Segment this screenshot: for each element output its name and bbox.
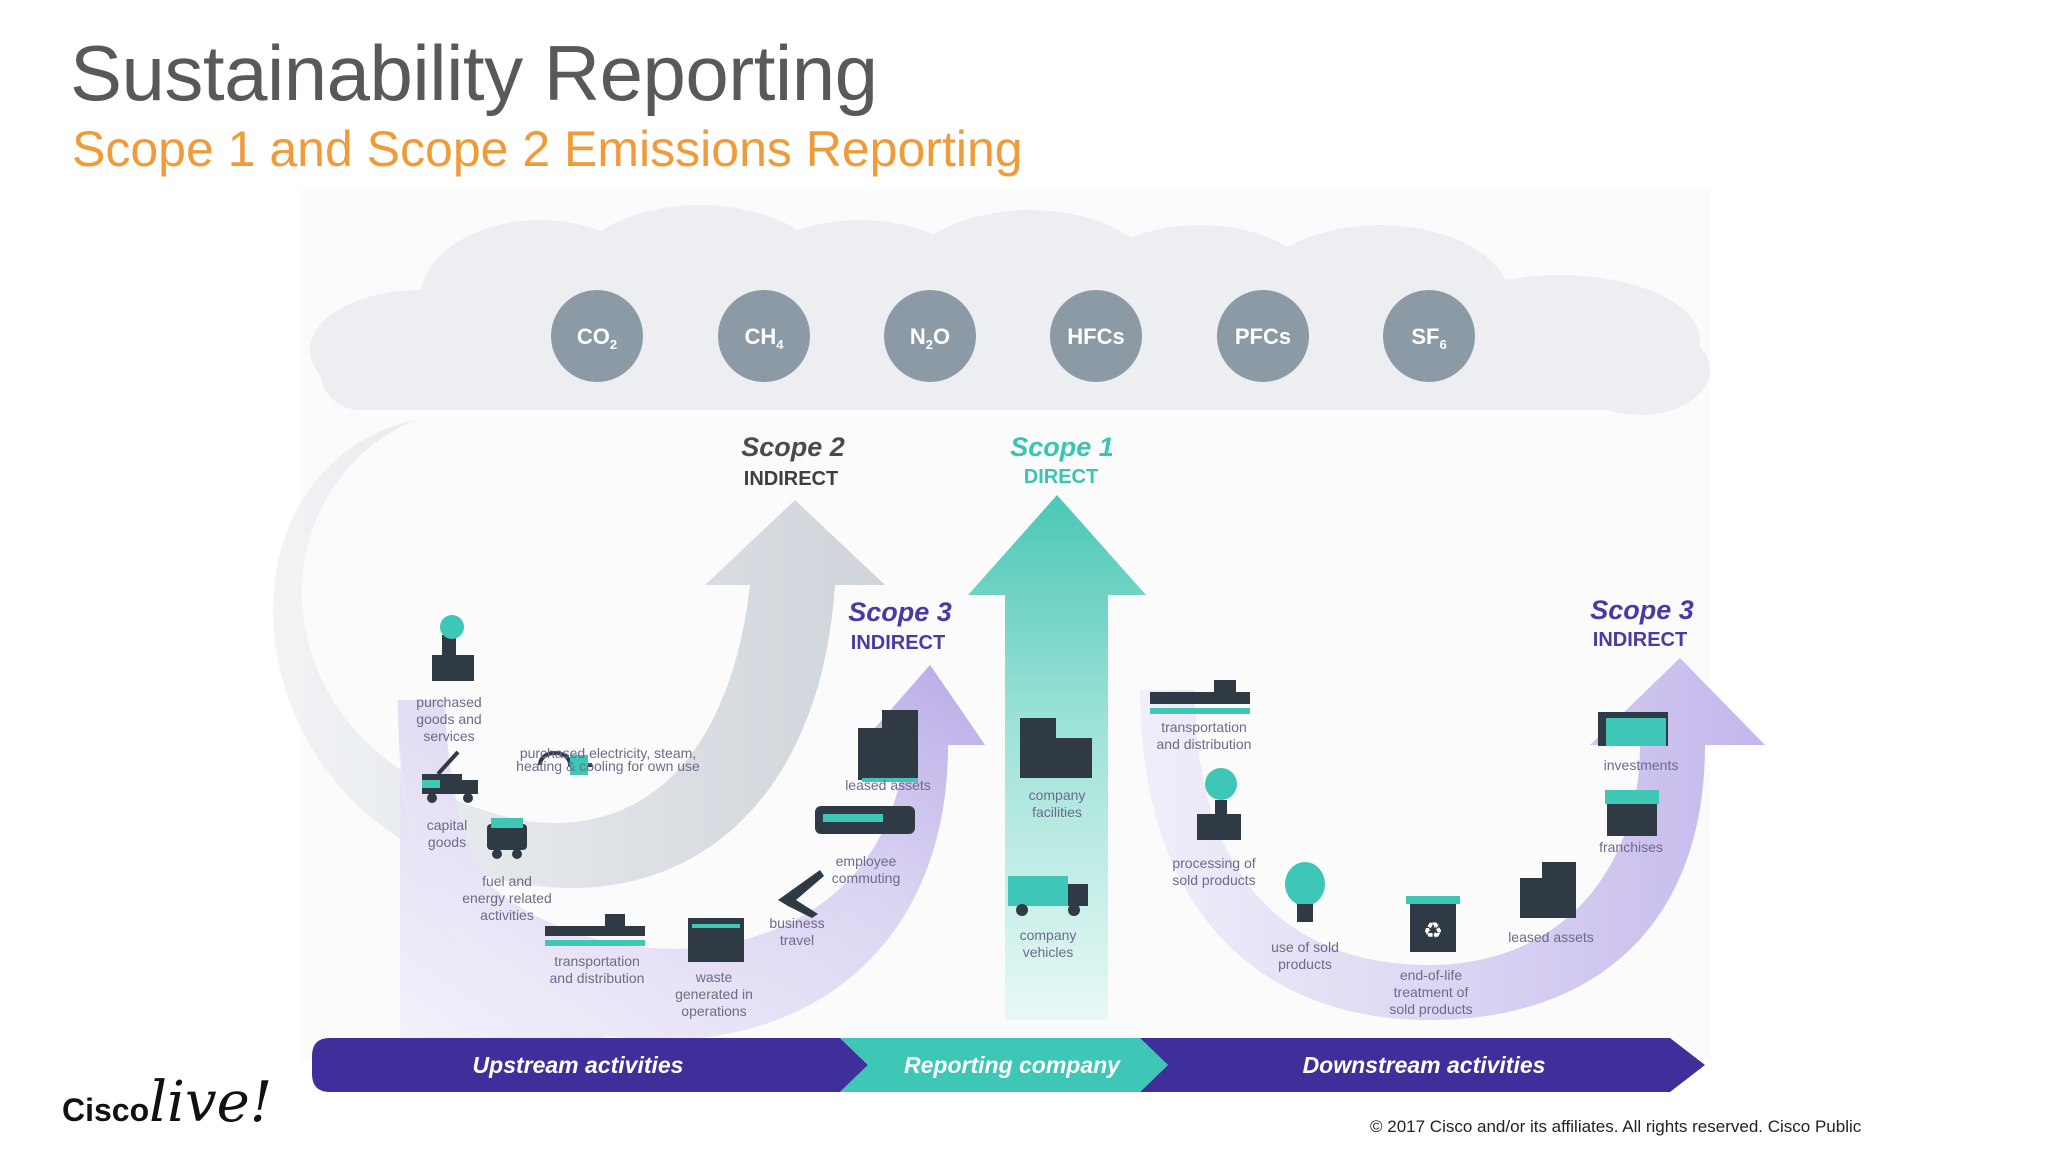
processing-factory-icon: [1197, 768, 1241, 840]
scope3-upstream-type: INDIRECT: [851, 632, 945, 654]
building-icon: [858, 710, 918, 782]
fuel-cart-icon: [487, 818, 527, 859]
svg-text:♻: ♻: [1423, 919, 1443, 944]
copyright-notice: © 2017 Cisco and/or its affiliates. All …: [1370, 1117, 1862, 1136]
slide-title: Sustainability Reporting: [70, 29, 878, 117]
scope1-title: Scope 1: [1010, 432, 1114, 462]
gas-label: PFCs: [1235, 324, 1291, 349]
slide-subtitle: Scope 1 and Scope 2 Emissions Reporting: [72, 121, 1023, 177]
upstream-arrow-body: [398, 665, 985, 1040]
logo-text-cisco: Cisco: [62, 1092, 150, 1128]
down-ship-icon: [1150, 680, 1250, 714]
gas-circle: [1383, 290, 1475, 382]
factory-icon: [432, 615, 474, 681]
gas-circle: [718, 290, 810, 382]
train-icon: [815, 806, 915, 834]
gas-label: CO2: [577, 324, 617, 352]
scope1-type: DIRECT: [1024, 466, 1098, 488]
reporting-band-label: Reporting company: [904, 1052, 1121, 1078]
downstream-band-label: Downstream activities: [1303, 1052, 1546, 1078]
truck-crane-icon: [422, 750, 478, 803]
upstream-band-label: Upstream activities: [473, 1052, 684, 1078]
gas-circle: [1217, 290, 1309, 382]
label-purchased-electricity: purchased electricity, steam,heating & c…: [516, 745, 700, 774]
logo-text-live: live!: [149, 1070, 273, 1135]
company-vehicles-icon: [1008, 876, 1088, 916]
label-franchises: franchises: [1599, 839, 1663, 855]
scope2-type: INDIRECT: [744, 468, 838, 490]
gas-label: N2O: [910, 324, 950, 352]
gas-circle: [884, 290, 976, 382]
label-up-leased: leased assets: [845, 777, 931, 793]
ship-icon: [545, 914, 645, 946]
plug-icon: [538, 751, 592, 775]
downstream-band: [1140, 1038, 1705, 1092]
scope2-title: Scope 2: [741, 432, 845, 462]
gas-label: SF6: [1411, 324, 1446, 352]
scope3-downstream-type: INDIRECT: [1593, 629, 1687, 651]
scope3-upstream-title: Scope 3: [848, 597, 952, 627]
lightbulb-icon: [1285, 862, 1325, 922]
gas-circles: CO2 CH4 N2O HFCs PFCs SF6: [551, 290, 1475, 382]
airplane-icon: [778, 870, 824, 918]
recycle-bin-icon: ♻: [1406, 896, 1460, 952]
downstream-arrow: [1140, 658, 1765, 1020]
scope2-arrow: [273, 420, 885, 889]
cisco-live-logo: Ciscolive!: [62, 1070, 272, 1135]
down-building-icon: [1520, 862, 1576, 918]
reporting-band: [840, 1038, 1168, 1092]
scope3-downstream-title: Scope 3: [1590, 595, 1694, 625]
gas-circle: [1050, 290, 1142, 382]
gas-label: HFCs: [1067, 324, 1124, 349]
gas-circle: [551, 290, 643, 382]
label-down-leased: leased assets: [1508, 929, 1594, 945]
money-icon: [1598, 712, 1668, 746]
upstream-band: [312, 1038, 868, 1092]
company-facilities-icon: [1020, 718, 1092, 778]
dumpster-icon: [688, 918, 744, 962]
gas-label: CH4: [744, 324, 784, 352]
franchise-store-icon: [1605, 790, 1659, 836]
label-investments: investments: [1604, 757, 1679, 773]
